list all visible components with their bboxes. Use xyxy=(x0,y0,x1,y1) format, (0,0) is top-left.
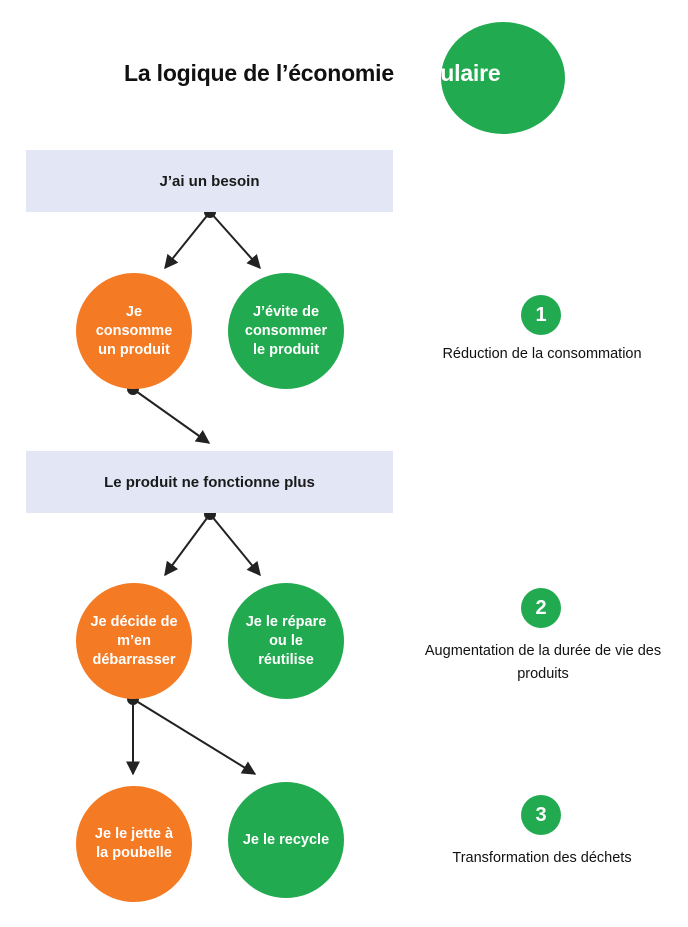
node-dispose: Je décide de m’en débarrasser xyxy=(76,583,192,699)
title-highlight: circulaire xyxy=(400,60,501,86)
node-avoid-label: J’évite de consommer le produit xyxy=(244,303,328,358)
title-highlight-circle xyxy=(441,22,565,134)
arrow-broken-to-repair xyxy=(209,513,261,577)
title-block: La logique de l’économie circulaire xyxy=(0,22,688,134)
step-badge-3: 3 xyxy=(521,795,561,835)
node-repair-label: Je le répare ou le réutilise xyxy=(245,613,327,668)
arrow-need-to-avoid xyxy=(209,211,261,270)
node-trash: Je le jette à la poubelle xyxy=(76,786,192,902)
arrow-consume-to-broken xyxy=(132,388,211,444)
step-badge-1: 1 xyxy=(521,295,561,335)
arrow-need-to-consume xyxy=(164,211,211,270)
arrow-dispose-to-recycle xyxy=(132,698,257,775)
node-recycle: Je le recycle xyxy=(228,782,344,898)
step-caption-1: Réduction de la consommation xyxy=(442,346,642,362)
page-title: La logique de l’économie circulaire xyxy=(124,60,501,96)
node-dispose-label: Je décide de m’en débarrasser xyxy=(90,613,178,668)
node-avoid: J’évite de consommer le produit xyxy=(228,273,344,389)
band-broken: Le produit ne fonctionne plus xyxy=(26,451,393,513)
band-need: J’ai un besoin xyxy=(26,150,393,212)
title-prefix: La logique de l’économie xyxy=(124,60,394,86)
node-recycle-label: Je le recycle xyxy=(242,831,330,848)
step-caption-2: Augmentation de la durée de vie des prod… xyxy=(424,643,662,682)
step-caption-3: Transformation des déchets xyxy=(452,850,632,866)
node-repair: Je le répare ou le réutilise xyxy=(228,583,344,699)
node-consume: Je consomme un produit xyxy=(76,273,192,389)
arrow-broken-to-dispose xyxy=(164,513,211,577)
step-badge-2: 2 xyxy=(521,588,561,628)
node-consume-label: Je consomme un produit xyxy=(95,303,173,358)
node-trash-label: Je le jette à la poubelle xyxy=(94,826,174,861)
